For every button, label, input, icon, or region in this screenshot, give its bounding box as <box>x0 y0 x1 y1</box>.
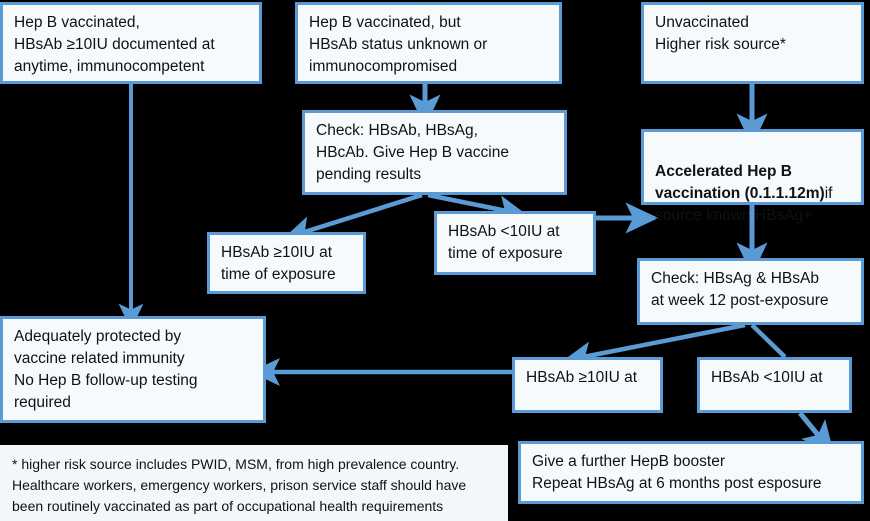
edge-hbsab-lt10-week12-to-booster <box>798 411 835 455</box>
node-hbsab-lt10-week12[interactable]: HBsAb <10IU at <box>697 357 852 413</box>
edge-check-markers-to-hbsab-lt10 <box>427 192 528 223</box>
edge-check-week12-to-hbsab-ge10-week12 <box>562 322 746 369</box>
node-check-week12[interactable]: Check: HBsAg & HBsAb at week 12 post-exp… <box>637 258 864 325</box>
edge-check-markers-to-hbsab-ge10 <box>282 192 423 244</box>
edge-check-week12-to-hbsab-lt10-week12 <box>750 323 787 359</box>
node-unvaccinated[interactable]: Unvaccinated Higher risk source* <box>641 2 864 84</box>
node-accelerated-vaccination[interactable]: Accelerated Hep B vaccination (0.1.1.12m… <box>641 129 864 224</box>
node-adequately-protected[interactable]: Adequately protected by vaccine related … <box>0 316 266 423</box>
node-vaccinated-documented[interactable]: Hep B vaccinated, HBsAb ≥10IU documented… <box>0 2 262 84</box>
node-check-markers[interactable]: Check: HBsAb, HBsAg, HBcAb. Give Hep B v… <box>302 110 567 195</box>
accelerated-regular-text: if source known HBsAg+ <box>655 185 833 224</box>
node-hbsab-ge10-week12[interactable]: HBsAb ≥10IU at <box>512 357 663 413</box>
node-booster[interactable]: Give a further HepB booster Repeat HBsAg… <box>518 441 864 504</box>
node-footnote: * higher risk source includes PWID, MSM,… <box>0 445 508 521</box>
node-hbsab-ge10-exposure[interactable]: HBsAb ≥10IU at time of exposure <box>207 232 366 294</box>
node-hbsab-lt10-exposure[interactable]: HBsAb <10IU at time of exposure <box>434 211 596 275</box>
node-vaccinated-unknown[interactable]: Hep B vaccinated, but HBsAb status unkno… <box>295 2 562 84</box>
accelerated-bold-text: Accelerated Hep B vaccination (0.1.1.12m… <box>655 163 825 202</box>
